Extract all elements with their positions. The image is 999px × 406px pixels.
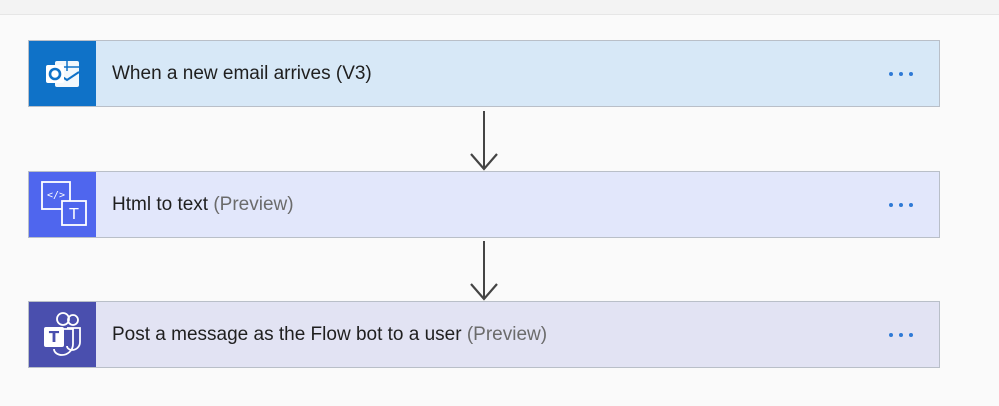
menu-dot [889, 202, 893, 207]
svg-text:T: T [68, 205, 79, 223]
svg-text:</>: </> [46, 190, 64, 201]
flow-designer-canvas: When a new email arrives (V3) </> T Html… [0, 15, 999, 406]
svg-text:T: T [48, 328, 59, 346]
more-options-button[interactable] [877, 54, 925, 94]
menu-dot [909, 332, 913, 337]
html-to-text-icon: </> T [29, 172, 96, 237]
menu-dot [899, 332, 903, 337]
flow-step-title: Html to text (Preview) [112, 194, 877, 216]
menu-dot [909, 202, 913, 207]
flow-step-title: When a new email arrives (V3) [112, 63, 877, 85]
flow-step-title: Post a message as the Flow bot to a user… [112, 324, 877, 346]
top-bar [0, 0, 999, 15]
flow-step-card-post-message[interactable]: T Post a message as the Flow bot to a us… [28, 301, 940, 368]
more-options-button[interactable] [877, 185, 925, 225]
menu-dot [889, 71, 893, 76]
teams-icon: T [29, 302, 96, 367]
outlook-icon [29, 41, 96, 106]
flow-step-name: Html to text [112, 193, 209, 215]
connector-arrow [470, 111, 498, 171]
flow-step-card-email-trigger[interactable]: When a new email arrives (V3) [28, 40, 940, 107]
flow-step-card-html-to-text[interactable]: </> T Html to text (Preview) [28, 171, 940, 238]
connector-arrow [470, 241, 498, 301]
menu-dot [909, 71, 913, 76]
flow-step-name: Post a message as the Flow bot to a user [112, 323, 462, 345]
preview-tag: (Preview) [466, 323, 548, 345]
preview-tag: (Preview) [213, 193, 294, 215]
menu-dot [889, 332, 893, 337]
flow-step-name: When a new email arrives (V3) [112, 62, 372, 84]
menu-dot [899, 202, 903, 207]
more-options-button[interactable] [877, 315, 925, 355]
menu-dot [899, 71, 903, 76]
